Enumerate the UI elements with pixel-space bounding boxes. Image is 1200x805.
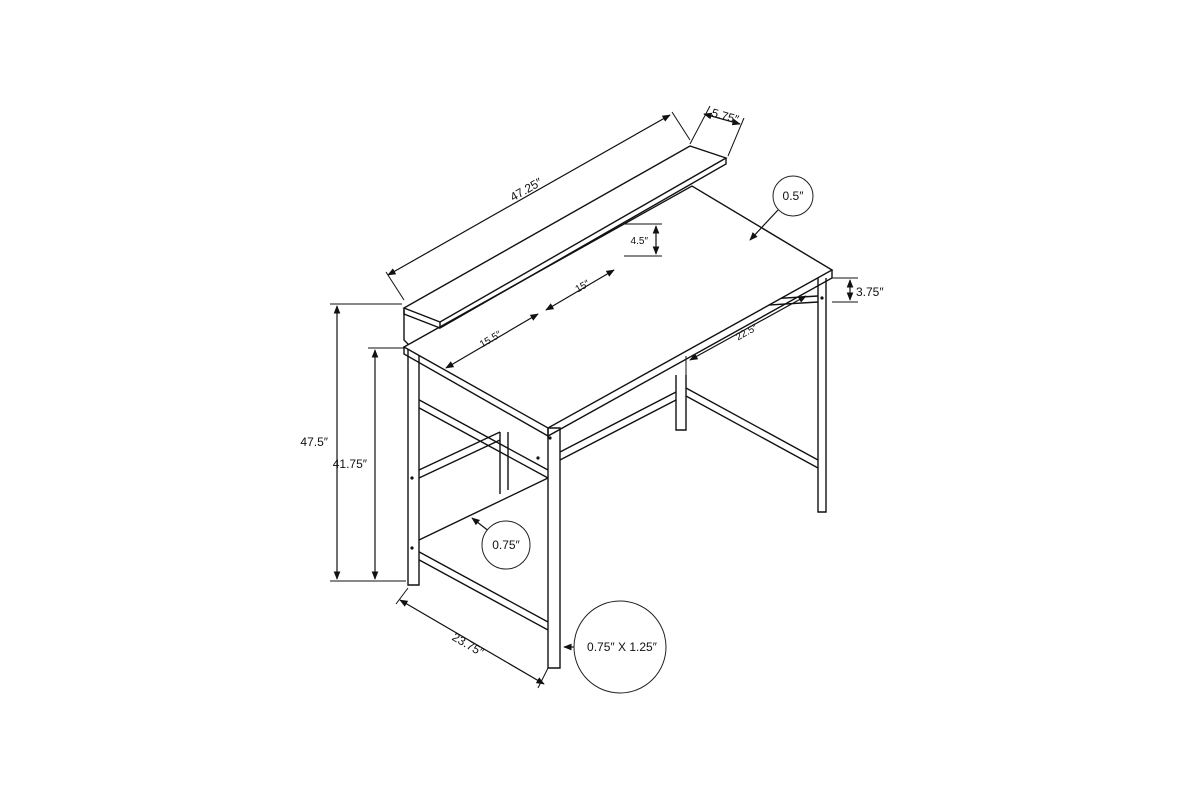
dim-riser-height: 4.5″ [624, 223, 662, 257]
desktop-surface [402, 185, 834, 438]
label-total-height: 47.5″ [300, 435, 328, 449]
back-leg-right [817, 278, 827, 513]
label-depth: 23.75″ [450, 630, 487, 660]
left-side-frame [411, 395, 549, 631]
label-shelf-depth: 5.75″ [710, 106, 741, 127]
bolt-dot [548, 436, 552, 440]
front-leg-right [547, 427, 561, 669]
label-bar-diameter: 0.75″ [492, 538, 520, 552]
desk-drawing [402, 145, 834, 669]
label-riser-height: 4.5″ [631, 236, 649, 247]
callout-top-thickness: 0.5″ [749, 175, 814, 241]
dim-depth: 23.75″ [395, 587, 549, 689]
bolt-dot [410, 546, 414, 550]
bolt-dot [410, 476, 414, 480]
bolt-dot [820, 296, 824, 300]
callout-leg-profile: 0.75″ X 1.25″ [563, 600, 667, 694]
label-apron-height: 3.75″ [856, 285, 884, 299]
label-leg-profile: 0.75″ X 1.25″ [587, 640, 658, 654]
callout-bar-diameter: 0.75″ [471, 517, 531, 570]
label-shelf-length: 47.25″ [508, 175, 545, 204]
front-apron [559, 391, 677, 461]
dim-total-height: 47.5″ [300, 303, 406, 582]
dim-desk-height: 41.75″ [333, 347, 406, 582]
dim-apron-height: 3.75″ [832, 277, 884, 303]
label-top-thickness: 0.5″ [783, 189, 805, 203]
label-inner-span: 22.5″ [734, 322, 760, 343]
back-leg-center [675, 375, 687, 431]
front-leg-left [407, 347, 420, 586]
label-desk-height: 41.75″ [333, 457, 368, 471]
bolt-dot [536, 456, 540, 460]
